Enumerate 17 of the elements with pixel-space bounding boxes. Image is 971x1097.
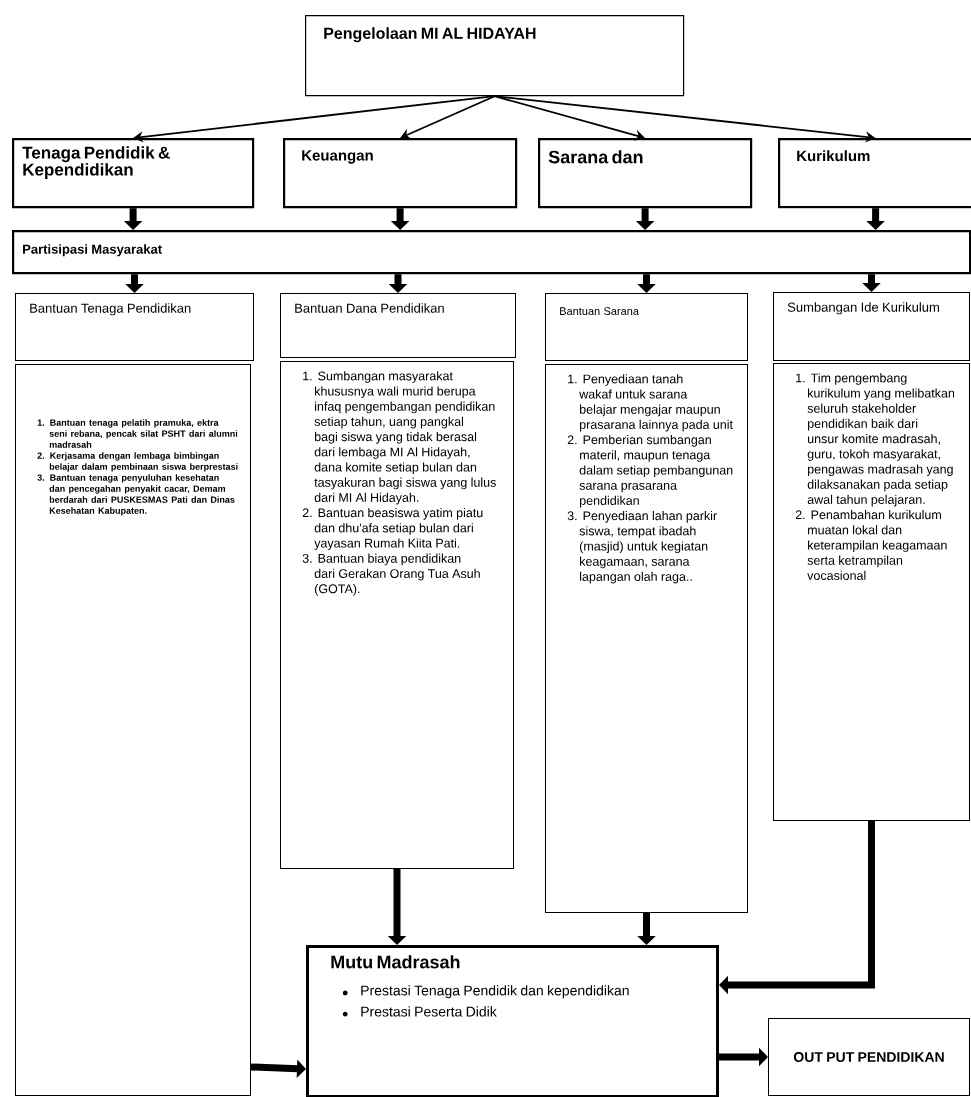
- arrow: [400, 95, 496, 140]
- participation-band: Partisipasi Masyarakat: [12, 230, 971, 275]
- output-box: OUT PUT PENDIDIKAN: [768, 1018, 970, 1096]
- category-box: Kurikulum: [778, 138, 971, 209]
- list-box: 1. Tim pengembang kurikulum yang melibatkan seluruh stakeholder pendidikan baik dari unsur komite madrasah, guru, tokoh masyarakat, pengawas madrasah yang dilaksanakan pada setiap awal tahun pelajaran. 2. Penambahan kurikulum muatan lokal dan keterampilan keagamaan serta ketrampilan vocasional: [773, 363, 970, 821]
- result-box: Mutu Madrasah Prestasi Tenaga Pendidik dan kependidikan Prestasi Peserta Didik: [306, 945, 719, 1097]
- section-header-box: Bantuan Sarana: [545, 293, 748, 361]
- list-box: 1. Bantuan tenaga pelatih pramuka, ektra seni rebana, pencak silat PSHT dari alumni madrasah 2. Kerjasama dengan lembaga bimbingan belajar dalam pembinaan siswa berprestasi 3. Bantuan tenaga penyuluhan kesehatan dan pencegahan penyakit cacar, Demam berdarah dari PUSKESMAS Pati dan Dinas Kesehatan Kabupaten.: [15, 364, 251, 1096]
- title-box: Pengelolaan MI AL HIDAYAH: [305, 15, 685, 97]
- section-header-box: Sumbangan Ide Kurikulum: [773, 292, 970, 361]
- list-box: 1. Sumbangan masyarakat khususnya wali murid berupa infaq pengembangan pendidikan setiap tahun, uang pangkal bagi siswa yang tidak berasal dari lembaga MI Al Hidayah, dana komite setiap bulan dan tasyakuran bagi siswa yang lulus dari MI Al Hidayah. 2. Bantuan beasiswa yatim piatu dan dhu'afa setiap bulan dari yayasan Rumah Kiita Pati. 3. Bantuan biaya pendidikan dari Gerakan Orang Tua Asuh (GOTA).: [280, 361, 514, 869]
- list-box: 1. Penyediaan tanah wakaf untuk sarana belajar mengajar maupun prasarana lainnya pada unit 2. Pemberian sumbangan materil, maupun tenaga dalam setiap pembangunan sarana prasarana pendidikan 3. Penyediaan lahan parkir siswa, tempat ibadah (masjid) untuk kegiatan keagamaan, sarana lapangan olah raga..: [545, 364, 748, 913]
- category-box: Tenaga Pendidik & Kependidikan: [12, 138, 255, 209]
- section-header-box: Bantuan Dana Pendidikan: [280, 293, 516, 358]
- category-box: Keuangan: [283, 138, 518, 209]
- category-box: Sarana dan: [538, 138, 753, 209]
- section-header-box: Bantuan Tenaga Pendidikan: [15, 293, 254, 361]
